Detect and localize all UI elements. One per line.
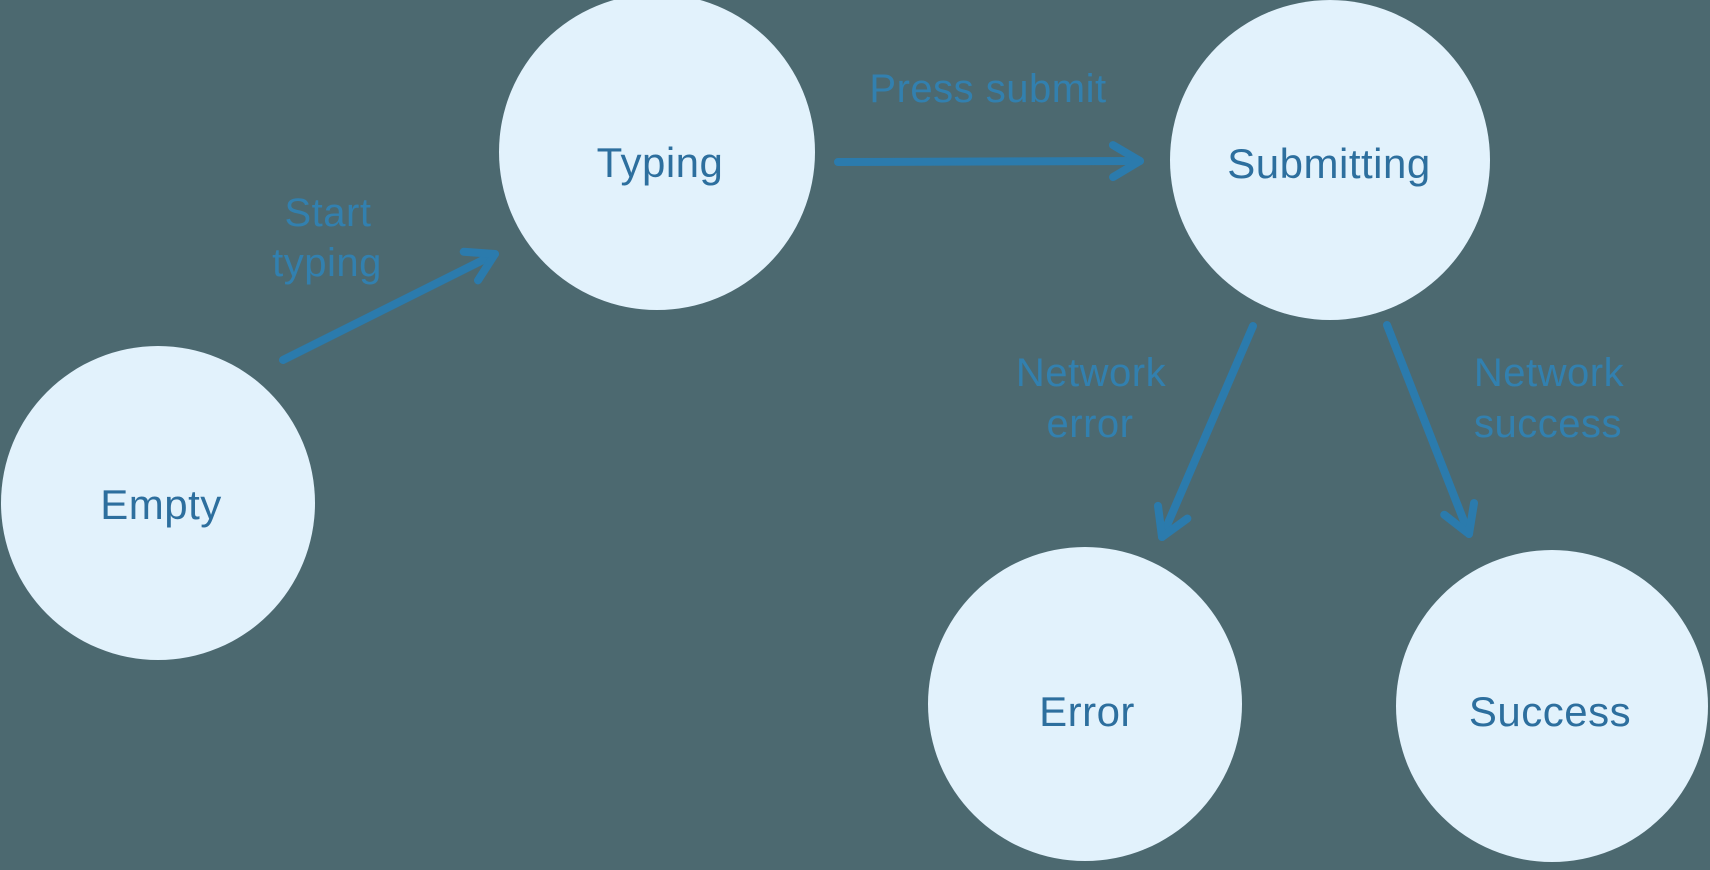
node-success-circle (1396, 550, 1708, 862)
node-error: Error (928, 547, 1242, 861)
edge-labels-layer: Start typing Press submit Network error … (272, 67, 1624, 446)
edge-start-typing-label-line2: typing (272, 241, 382, 285)
node-submitting: Submitting (1170, 0, 1490, 320)
node-success-label: Success (1469, 688, 1631, 735)
node-submitting-label: Submitting (1227, 140, 1430, 187)
edge-start-typing-label-line1: Start (285, 191, 372, 235)
edge-start-typing-arrow (279, 247, 499, 364)
edge-press-submit-label: Press submit (869, 67, 1106, 111)
edge-network-error-arrow (1154, 322, 1257, 541)
node-empty-label: Empty (100, 481, 222, 528)
edge-network-success-label-line2: success (1474, 402, 1622, 446)
node-typing-label: Typing (597, 139, 724, 186)
edge-network-success-arrow (1383, 321, 1479, 538)
node-empty: Empty (1, 346, 315, 660)
node-success: Success (1396, 550, 1708, 862)
node-empty-circle (1, 346, 315, 660)
edge-network-success-label-line1: Network (1474, 351, 1625, 395)
node-submitting-circle (1170, 0, 1490, 320)
node-typing: Typing (499, 0, 815, 310)
node-error-circle (928, 547, 1242, 861)
edge-network-error-label-line2: error (1047, 402, 1134, 446)
node-typing-circle (499, 0, 815, 310)
edges-layer (279, 141, 1479, 541)
edge-press-submit-arrow (834, 141, 1144, 182)
node-error-label: Error (1039, 688, 1135, 735)
edge-network-error-label-line1: Network (1016, 351, 1167, 395)
